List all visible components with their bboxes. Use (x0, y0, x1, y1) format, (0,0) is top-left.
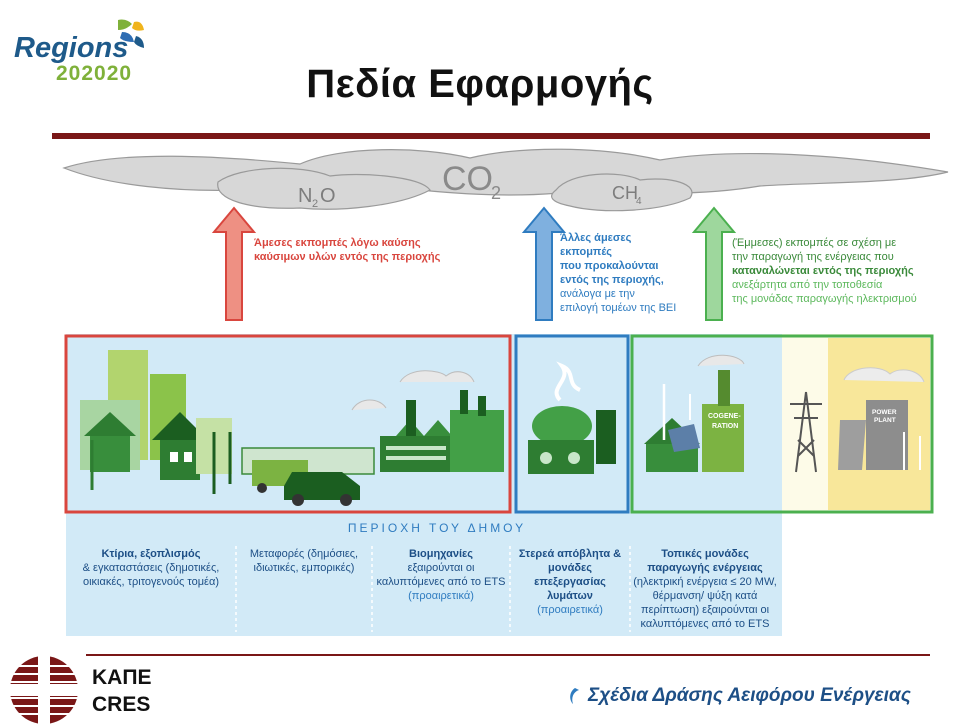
regions-logo: Regions 202020 (10, 18, 150, 98)
region-label: ΠΕΡΙΟΧΗ ΤΟΥ ΔΗΜΟΥ (348, 521, 526, 535)
leaf-icon (118, 19, 144, 48)
cogen-label-2: RATION (712, 423, 738, 430)
svg-text:Άμεσες εκπομπές λόγω καύσης: Άμεσες εκπομπές λόγω καύσης (254, 237, 421, 249)
svg-text:2: 2 (312, 198, 318, 210)
sector-industry: Βιομηχανίες εξαιρούνται οι καλυπτόμενες … (377, 548, 506, 602)
cogen-label: COGENE- (708, 413, 741, 420)
red-arrow-text: Άμεσες εκπομπές λόγω καύσης καύσιμων υλώ… (254, 237, 441, 263)
svg-text:4: 4 (636, 196, 642, 207)
svg-text:Άλλες άμεσες: Άλλες άμεσες (560, 232, 632, 244)
red-arrow (211, 206, 257, 321)
svg-text:Μεταφορές (δημόσιες,: Μεταφορές (δημόσιες, (250, 548, 358, 560)
logo-word: Regions (14, 32, 129, 64)
svg-text:& εγκαταστάσεις (δημοτικές,: & εγκαταστάσεις (δημοτικές, (83, 562, 220, 574)
green-arrow-text: (Έμμεσες) εκπομπές σε σχέση με την παραγ… (732, 237, 917, 305)
green-arrow (691, 206, 737, 321)
svg-text:θέρμανση/ ψύξη κατά: θέρμανση/ ψύξη κατά (653, 590, 758, 602)
column-dividers (235, 546, 631, 632)
sector-local-energy: Τοπικές μονάδες παραγωγής ενέργειας (ηλε… (633, 548, 777, 630)
power-plant-label: POWER (872, 409, 897, 416)
svg-text:CH: CH (612, 183, 638, 203)
svg-text:ιδιωτικές, εμπορικές): ιδιωτικές, εμπορικές) (254, 562, 355, 574)
svg-text:επεξεργασίας: επεξεργασίας (534, 576, 606, 588)
svg-text:εκπομπές: εκπομπές (560, 246, 612, 258)
waste-illustration (528, 361, 616, 474)
page-title: Πεδία Εφαρμογής (306, 62, 654, 106)
svg-text:εντός της περιοχής,: εντός της περιοχής, (560, 274, 664, 286)
svg-text:Τοπικές μονάδες: Τοπικές μονάδες (661, 548, 749, 560)
svg-text:ανεξάρτητα από την τοποθεσία: ανεξάρτητα από την τοποθεσία (732, 279, 883, 291)
logo-year: 202020 (56, 62, 133, 85)
footer-title: Σχέδια Δράσης Αειφόρου Ενέργειας (588, 685, 911, 706)
buildings-illustration (80, 350, 232, 494)
svg-text:O: O (320, 185, 336, 207)
cloud-band (62, 148, 949, 212)
ch4-label: CH 4 (612, 183, 642, 207)
svg-text:της μονάδας παραγωγής ηλεκτρισ: της μονάδας παραγωγής ηλεκτρισμού (732, 293, 917, 305)
sector-buildings: Κτίρια, εξοπλισμός & εγκαταστάσεις (δημο… (83, 548, 220, 588)
svg-text:μονάδες: μονάδες (548, 562, 592, 574)
svg-text:καταναλώνεται εντός της περιοχ: καταναλώνεται εντός της περιοχής (732, 265, 914, 277)
svg-text:(προαιρετικά): (προαιρετικά) (408, 590, 474, 602)
svg-text:(προαιρετικά): (προαιρετικά) (537, 604, 603, 616)
transport-illustration (241, 447, 375, 506)
svg-text:Κτίρια, εξοπλισμός: Κτίρια, εξοπλισμός (102, 548, 201, 560)
blue-arrow-text: Άλλες άμεσες εκπομπές που προκαλούνται ε… (560, 232, 676, 314)
blue-arrow (521, 206, 567, 321)
svg-text:παραγωγής ενέργειας: παραγωγής ενέργειας (647, 562, 763, 574)
svg-text:Βιομηχανίες: Βιομηχανίες (409, 548, 473, 560)
blue-box (514, 334, 630, 514)
kape-wordmark: ΚΑΠΕ CRES (92, 664, 152, 718)
factory-illustration (351, 370, 504, 472)
svg-text:CO: CO (442, 160, 493, 198)
red-box (64, 334, 512, 514)
footer-divider (86, 654, 930, 656)
svg-text:περίπτωση) εξαιρούνται οι: περίπτωση) εξαιρούνται οι (641, 604, 770, 616)
power-plant-illustration: POWER PLANT (838, 367, 925, 470)
svg-text:επιλογή τομέων της ΒΕΙ: επιλογή τομέων της ΒΕΙ (560, 302, 676, 314)
svg-text:2: 2 (491, 183, 501, 203)
title-divider (52, 133, 930, 139)
svg-text:καλυπτόμενες από το ETS: καλυπτόμενες από το ETS (641, 618, 770, 630)
kape-logo-icon (10, 656, 80, 724)
kape-label: ΚΑΠΕ (92, 666, 152, 689)
power-plant-label-2: PLANT (874, 417, 896, 424)
sector-transport: Μεταφορές (δημόσιες, ιδιωτικές, εμπορικέ… (250, 548, 358, 574)
n2o-label: N 2 O (298, 185, 336, 210)
local-energy-illustration: COGENE- RATION (644, 354, 745, 472)
pylon-illustration (790, 391, 822, 473)
svg-text:οικιακές, τριτογενούς τομέα): οικιακές, τριτογενούς τομέα) (83, 576, 219, 588)
svg-text:την παραγωγή της ενέργειας που: την παραγωγή της ενέργειας που (732, 251, 894, 263)
svg-text:(ηλεκτρική ενέργεια ≤ 20 MW,: (ηλεκτρική ενέργεια ≤ 20 MW, (633, 576, 777, 588)
svg-text:εξαιρούνται οι: εξαιρούνται οι (408, 562, 475, 574)
sector-waste: Στερεά απόβλητα & μονάδες επεξεργασίας λ… (519, 548, 621, 616)
footer-mark-icon (570, 688, 579, 704)
svg-text:(Έμμεσες) εκπομπές σε σχέση με: (Έμμεσες) εκπομπές σε σχέση με (732, 237, 896, 249)
svg-text:λυμάτων: λυμάτων (547, 590, 593, 602)
cres-label: CRES (92, 693, 151, 716)
green-box (630, 334, 934, 514)
svg-text:Στερεά απόβλητα &: Στερεά απόβλητα & (519, 548, 621, 560)
svg-text:καλυπτόμενες από το ETS: καλυπτόμενες από το ETS (377, 576, 506, 588)
svg-text:ανάλογα με την: ανάλογα με την (560, 288, 635, 300)
co2-label: CO 2 (442, 160, 501, 203)
svg-text:καύσιμων υλών εντός της περιοχ: καύσιμων υλών εντός της περιοχής (254, 251, 441, 263)
svg-text:που προκαλούνται: που προκαλούνται (560, 260, 658, 272)
svg-text:N: N (298, 185, 312, 207)
